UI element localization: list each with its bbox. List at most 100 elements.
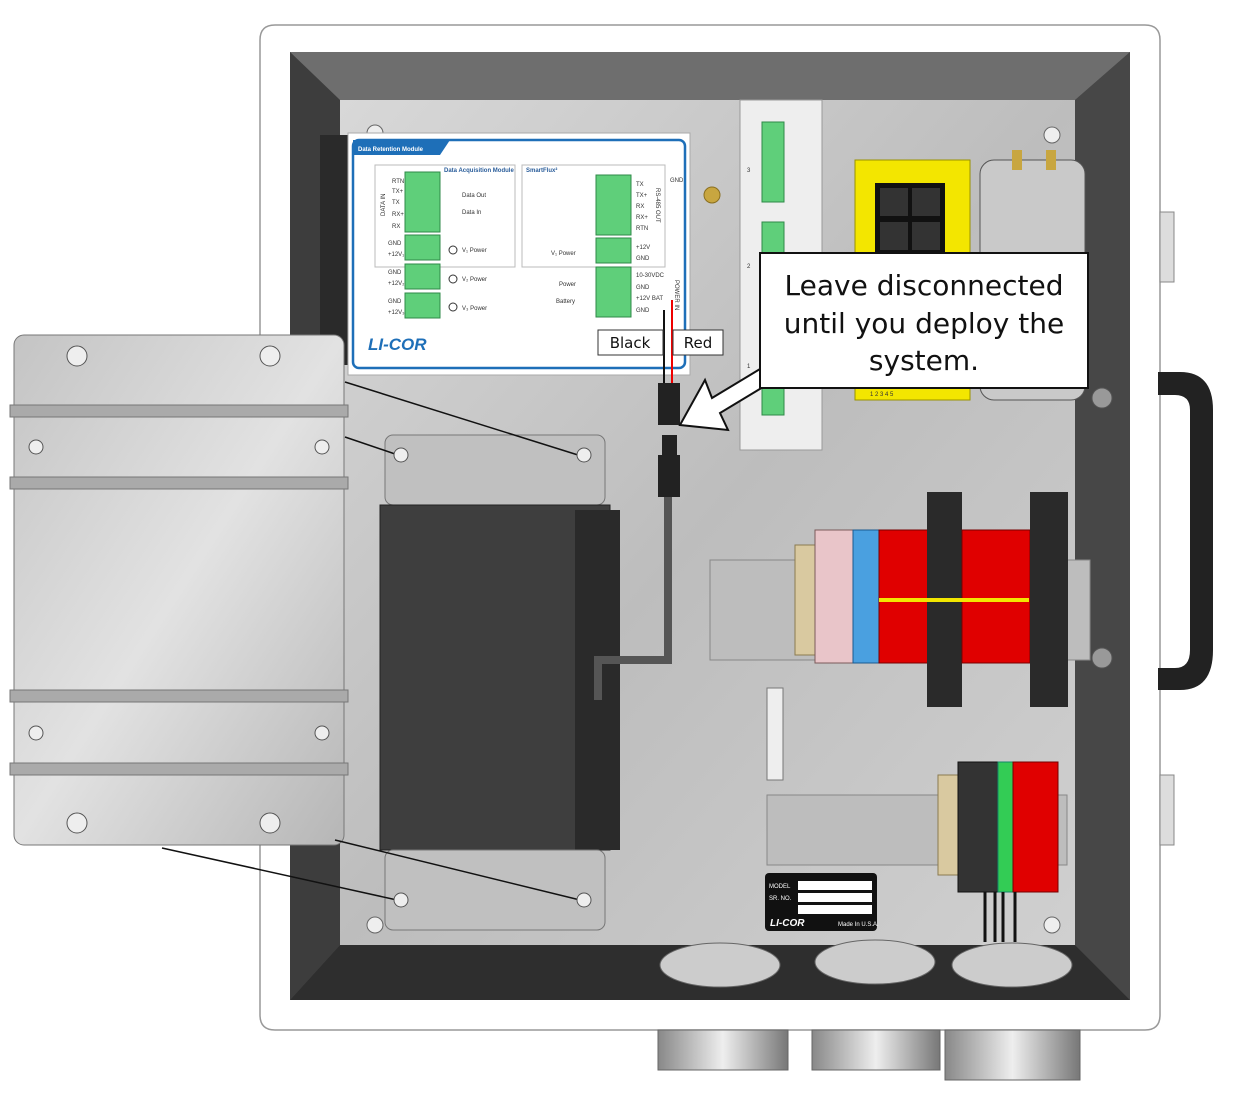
shape (448, 302, 458, 312)
handle[interactable] (1158, 372, 1213, 690)
label-text: V₁ Power (551, 251, 576, 257)
label-text: +12V₁ (388, 252, 404, 258)
battery-cable (594, 495, 672, 700)
shape (997, 761, 1014, 893)
label-text: GND (388, 241, 402, 247)
shape (9, 762, 349, 776)
shape (798, 893, 872, 902)
shape (344, 436, 399, 456)
shape (672, 329, 724, 356)
conduit-fitting (657, 939, 1081, 1081)
shape (811, 1029, 941, 1071)
connector-socket[interactable] (662, 435, 677, 455)
shape (314, 725, 330, 741)
label-text: MODEL (769, 884, 791, 890)
shape (944, 1029, 1081, 1081)
label-text: +12V BAT (636, 296, 663, 302)
shape (1012, 761, 1059, 893)
data-retention-module: Data Retention Module Data Acquisition M… (320, 132, 721, 376)
shape (334, 839, 581, 901)
bolt-icon (1091, 647, 1113, 669)
label-text: RX+ (392, 212, 404, 218)
shape (28, 345, 330, 834)
label-text: TX+ (392, 189, 404, 195)
shape (761, 121, 785, 203)
label-text: GND (636, 285, 650, 291)
label-text: until you deploy the (784, 307, 1064, 340)
label-text: RX+ (636, 215, 648, 221)
shape (1159, 774, 1175, 846)
shape (521, 164, 666, 268)
label-text: Data Retention Module (358, 147, 424, 153)
label-text: TX (636, 182, 644, 188)
label-text: SR. NO. (769, 896, 792, 902)
connector-plug[interactable] (658, 383, 680, 425)
label-text: Battery (556, 299, 575, 305)
label-text: Leave disconnected (785, 269, 1064, 302)
label-text: SmartFlux² (526, 167, 557, 174)
label-text: TX+ (636, 193, 648, 199)
ground-bar (766, 687, 784, 781)
shape (657, 1029, 789, 1071)
label-text: 10-30VDC (636, 273, 665, 279)
shape (404, 234, 441, 261)
shape (597, 329, 664, 356)
shape (912, 222, 940, 250)
shape (814, 939, 936, 985)
shape (161, 847, 398, 901)
label-text: POWER IN (673, 280, 679, 310)
screw-icon (366, 124, 1061, 934)
label-text: Data In (462, 210, 481, 216)
label-text: +12V₃ (388, 310, 405, 316)
shape (814, 529, 854, 664)
shape (595, 237, 632, 264)
terminal-block-lower (766, 761, 1068, 942)
shape (1030, 492, 1068, 707)
shape (384, 434, 606, 506)
shape (879, 598, 1029, 602)
shape (9, 476, 349, 490)
label-text: Black (610, 334, 651, 352)
label-text: Red (684, 334, 713, 352)
callout-box: Leave disconnected until you deploy the … (759, 252, 1089, 389)
shape (961, 529, 1031, 664)
bolt-icon (1091, 387, 1113, 409)
shape (366, 916, 384, 934)
shape (912, 188, 940, 216)
shape (384, 849, 606, 931)
shape (1043, 916, 1061, 934)
shape (404, 263, 441, 290)
shape (794, 544, 816, 656)
shape (259, 812, 281, 834)
shape (320, 135, 350, 365)
shape (576, 892, 592, 908)
shape (659, 942, 781, 988)
label-text: GND (388, 299, 402, 305)
label-text: +12V₂ (388, 281, 405, 287)
shape (374, 164, 516, 268)
shape (28, 439, 44, 455)
shape (393, 892, 409, 908)
label-text: RX (636, 204, 644, 210)
shape (393, 447, 409, 463)
leader-lines (161, 381, 581, 901)
label-text: +12V (636, 245, 650, 251)
shape (852, 529, 880, 664)
shape (878, 529, 932, 664)
label-text: RTN (636, 226, 648, 232)
shape (595, 174, 632, 236)
nameplate: MODEL SR. NO. LI-COR Made In U.S.A. (765, 873, 879, 931)
shape (1012, 150, 1022, 170)
shape (759, 252, 1089, 389)
battery (379, 434, 620, 931)
shape (353, 140, 450, 155)
label-text: 1 (747, 364, 751, 370)
shape (1043, 126, 1061, 144)
shape (576, 447, 592, 463)
label-text: Data Acquisition Module (444, 168, 514, 174)
label-text: RTN (392, 179, 404, 185)
shape (9, 404, 349, 418)
label-text: 1 2 3 4 5 (870, 392, 894, 398)
terminal-block-upper (709, 492, 1091, 707)
label-text: RX (392, 224, 400, 230)
